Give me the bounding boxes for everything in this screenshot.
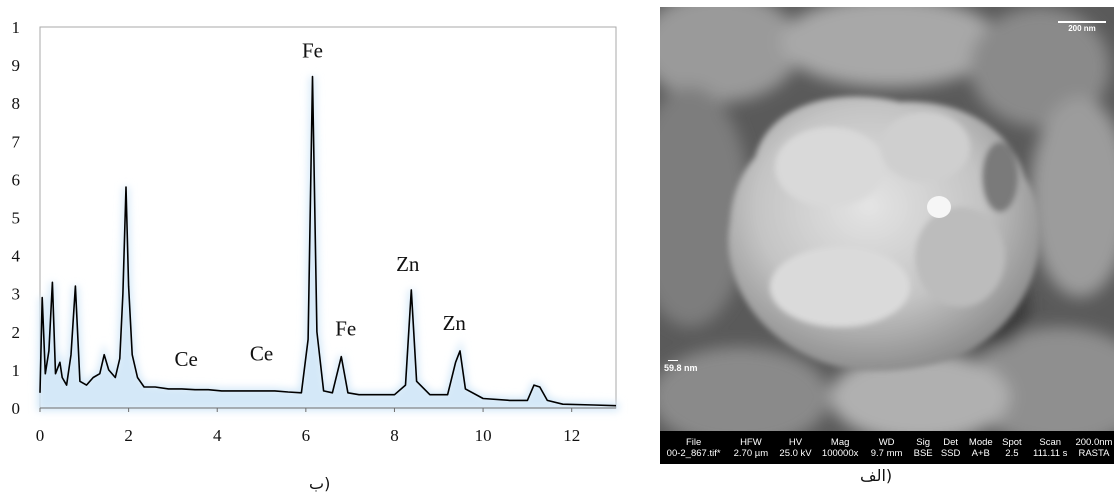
peak-label: Fe: [302, 38, 323, 62]
sem-measurement: 59.8 nm: [664, 360, 698, 373]
x-tick-label: 10: [475, 426, 492, 445]
y-tick-label: 9: [12, 56, 21, 75]
sem-info-header: Mag: [830, 436, 850, 448]
sem-info-header: Mode: [968, 436, 993, 448]
x-tick-label: 12: [563, 426, 580, 445]
sem-scale-bar-label: 200 nm: [1068, 24, 1096, 33]
sem-info-header: Sig: [916, 436, 930, 448]
sem-scale-bar: 200 nm: [1058, 21, 1106, 33]
peak-label: Fe: [335, 317, 356, 341]
x-tick-label: 0: [36, 426, 45, 445]
y-axis-ticks: 0 1 2 3 4 5 6 7 8 9 1: [12, 18, 21, 418]
sem-particle: [728, 96, 1041, 371]
spectrum-line-layer: [39, 75, 617, 407]
x-tick-label: 4: [213, 426, 222, 445]
plot-area: [39, 26, 617, 409]
sem-info-value: 9.7 mm: [870, 447, 903, 459]
x-tick-label: 8: [390, 426, 399, 445]
caption-left: ب): [309, 474, 331, 493]
peak-label: Zn: [443, 311, 467, 335]
peak-label: Ce: [175, 347, 198, 371]
x-tick-label: 6: [302, 426, 311, 445]
sem-info-value: 100000x: [821, 447, 859, 459]
y-tick-label: 1: [12, 361, 21, 380]
sem-info-header: File: [685, 436, 702, 448]
sem-info-value: RASTA: [1078, 447, 1110, 459]
sem-bright-grain: [927, 196, 951, 218]
y-tick-label: 5: [12, 209, 21, 228]
peak-label: Zn: [396, 252, 420, 276]
sem-info-value: 2.5: [1005, 447, 1019, 459]
sem-info-value: 25.0 kV: [779, 447, 812, 459]
sem-info-header: Det: [943, 436, 958, 448]
x-tick-label: 2: [124, 426, 133, 445]
sem-info-value: SSD: [940, 447, 961, 459]
y-tick-label: 7: [12, 132, 21, 151]
sem-info-value: 00-2_867.tif*: [666, 447, 721, 459]
sem-info-header: Scan: [1039, 436, 1062, 448]
y-tick-label: 0: [12, 399, 21, 418]
y-tick-label: 3: [12, 285, 21, 304]
sem-info-header: WD: [878, 436, 895, 448]
x-axis-ticks: 0 2 4 6 8 10 12: [36, 408, 580, 445]
caption-right: الف): [860, 466, 893, 485]
sem-info-header: HV: [788, 436, 803, 448]
sem-info-value: 111.11 s: [1033, 447, 1068, 459]
sem-info-header: Spot: [1002, 436, 1022, 448]
y-tick-label: 1: [12, 18, 21, 37]
sem-info-value: A+B: [971, 447, 990, 459]
sem-info-value: 2.70 µm: [733, 447, 769, 459]
sem-measurement-label: 59.8 nm: [664, 363, 698, 373]
spectrum-line: [39, 75, 617, 407]
y-tick-label: 6: [12, 170, 21, 189]
y-tick-label: 2: [12, 323, 21, 342]
y-tick-label: 4: [12, 247, 21, 266]
sem-image-render: [660, 7, 1114, 432]
sem-info-header: 200.0nm: [1075, 436, 1113, 448]
y-tick-label: 8: [12, 94, 21, 113]
sem-info-header: HFW: [740, 436, 762, 448]
sem-info-value: BSE: [913, 447, 933, 459]
peak-label: Ce: [250, 341, 273, 365]
